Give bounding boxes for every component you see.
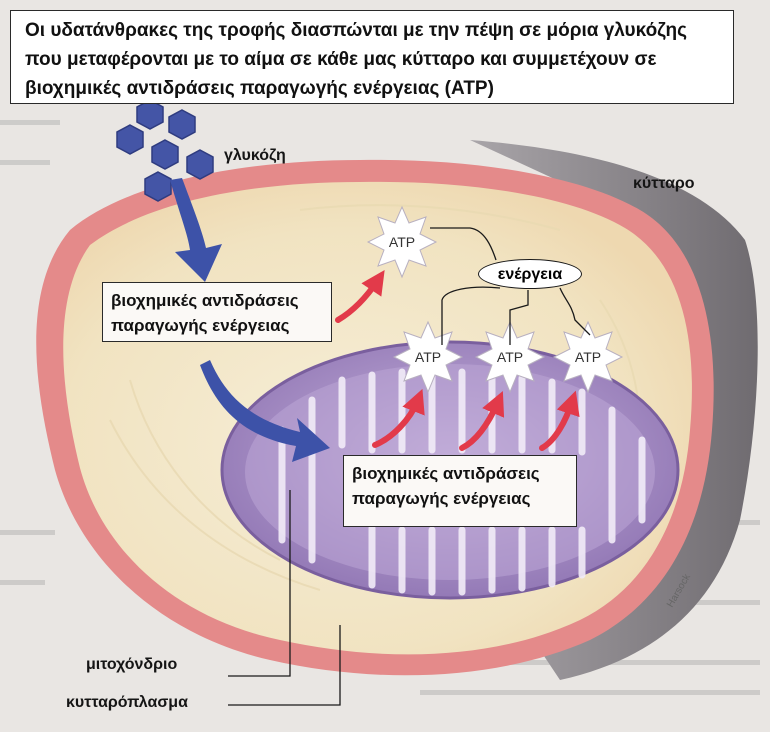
glucose-molecules [116, 99, 214, 202]
atp-label: ATP [575, 349, 601, 365]
cytoplasm-label: κυτταρόπλασμα [66, 694, 188, 711]
glucose-label: γλυκόζη [224, 147, 286, 164]
caption-line-3: βιοχημικές αντιδράσεις παραγωγής ενέργει… [25, 78, 494, 99]
cell-label: κύτταρο [633, 175, 695, 192]
atp-label: ATP [415, 349, 441, 365]
reaction-line-1: βιοχημικές αντιδράσεις [111, 291, 299, 310]
reaction-line-2: παραγωγής ενέργειας [111, 316, 290, 335]
reaction-line-1: βιοχημικές αντιδράσεις [352, 464, 540, 483]
atp-production-arrows [335, 270, 580, 451]
mitochondrion-reactions-box: βιοχημικές αντιδράσεις παραγωγής ενέργει… [343, 455, 577, 527]
mitochondrion-label: μιτοχόνδριο [86, 656, 178, 673]
atp-star-mitochondrion-3: ATP [552, 320, 624, 394]
caption-line-2: που μεταφέρονται με το αίμα σε κάθε μας … [25, 49, 657, 70]
energy-label: ενέργεια [478, 259, 582, 289]
glucose-arrow [170, 178, 222, 282]
atp-star-mitochondrion-2: ATP [474, 320, 546, 394]
atp-star-mitochondrion-1: ATP [392, 320, 464, 394]
reaction-line-2: παραγωγής ενέργειας [352, 489, 531, 508]
atp-star-cytoplasm: ATP [366, 205, 438, 279]
atp-label: ATP [497, 349, 523, 365]
caption-line-1: Οι υδατάνθρακες της τροφής διασπώνται με… [25, 20, 687, 41]
caption-box: Οι υδατάνθρακες της τροφής διασπώνται με… [10, 10, 734, 104]
cytoplasm-reactions-box: βιοχημικές αντιδράσεις παραγωγής ενέργει… [102, 282, 332, 342]
cytoplasm-to-mitochondrion-arrow [200, 360, 330, 462]
energy-connectors [430, 227, 591, 345]
label-pointers [228, 490, 341, 706]
atp-label: ATP [389, 234, 415, 250]
